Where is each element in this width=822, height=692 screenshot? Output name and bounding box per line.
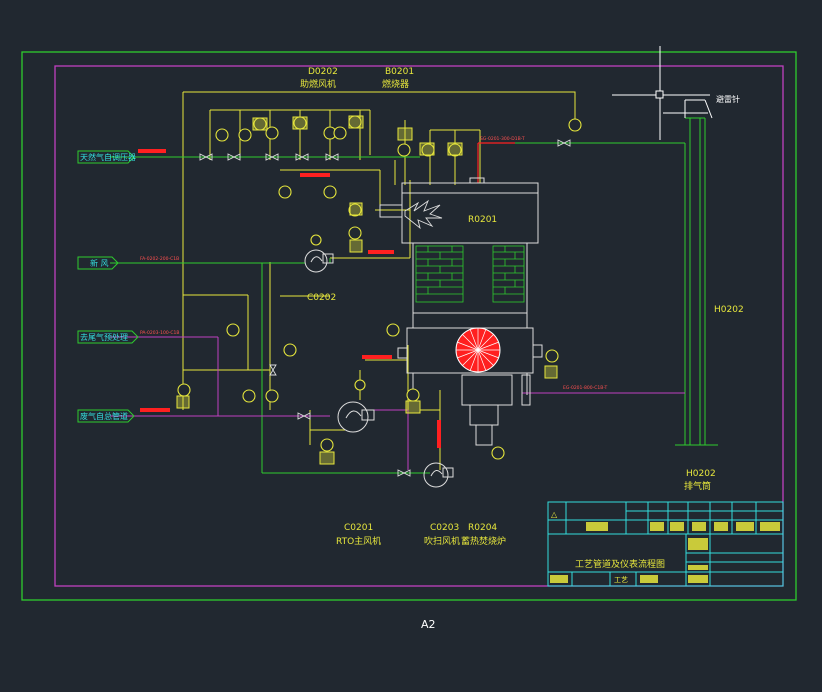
stream-tag-waste-gas	[77, 409, 135, 423]
instrument-bubble	[354, 379, 366, 391]
title-block-triangle-icon: △	[551, 510, 558, 519]
instrument-bubble	[310, 234, 322, 246]
valves	[199, 139, 571, 477]
burner-fan-tag: D0202	[308, 67, 338, 77]
drawing-title: 工艺管道及仪表流程图	[575, 558, 665, 570]
instrument-bubble	[278, 185, 292, 199]
fresh-fan-tag: C0202	[307, 293, 336, 303]
instrument-bubble	[491, 446, 505, 460]
green-piping	[110, 117, 718, 474]
valve-icon	[199, 153, 213, 161]
purge-fan-tag: C0203	[430, 523, 459, 533]
instrument-bubble	[215, 128, 229, 142]
title-block-fills	[550, 522, 780, 583]
main-fan-tag: C0201	[344, 523, 373, 533]
incinerator-tag: R0201	[468, 215, 497, 225]
instrument-bubble	[177, 383, 191, 397]
valve-icon	[265, 153, 279, 161]
instrument-bubble	[448, 143, 462, 157]
instrument-bubble	[283, 343, 297, 357]
outer-frame	[21, 51, 797, 601]
instrument-bubble	[545, 349, 559, 363]
instrument-bubble	[333, 126, 347, 140]
instrument-bubble	[242, 389, 256, 403]
valve-icon	[227, 153, 241, 161]
instrument-bubble	[320, 438, 334, 452]
stack-name: 排气筒	[684, 480, 711, 492]
chimney-label: 避雷针	[716, 94, 740, 104]
sheet-size: A2	[421, 618, 436, 631]
stream-tags	[77, 150, 139, 423]
burner-flame-icon	[404, 199, 443, 230]
instrument-bubble	[323, 185, 337, 199]
instrument-bubble	[397, 143, 411, 157]
stream-fresh-air: 新 风	[90, 258, 109, 268]
stack-tag: H0202	[686, 469, 716, 479]
instrument-bubble	[568, 118, 582, 132]
stream-purge: 去尾气预处理	[80, 332, 128, 342]
purge-fan-name: 吹扫风机	[424, 535, 460, 547]
instrument-bubble	[265, 126, 279, 140]
incinerator-vessel	[379, 177, 543, 446]
valve-icon	[325, 153, 339, 161]
hot-piping	[477, 142, 515, 183]
discipline: 工艺	[614, 576, 628, 584]
instrument-bubble	[238, 128, 252, 142]
purge-fan	[423, 462, 454, 488]
instrument-bubble	[226, 323, 240, 337]
burner-name: 燃烧器	[382, 78, 409, 90]
line-number-exhaust: EG-0201-800-C1B-T	[563, 385, 608, 391]
stream-tag-purge	[77, 330, 139, 344]
stack-tag-side: H0202	[714, 305, 744, 315]
stream-tag-fresh-air	[77, 256, 119, 270]
line-number-purge: PA-0203-100-C1B	[140, 330, 179, 336]
main-fan-name: RTO主风机	[336, 535, 381, 547]
rto-tag: R0204	[468, 523, 497, 533]
valve-icon	[397, 469, 411, 477]
stream-tag-natural-gas	[77, 150, 135, 164]
brick-packing	[415, 245, 525, 303]
valve-icon	[269, 364, 277, 376]
line-number-hot: SG-0201-300-D1B-T	[480, 136, 525, 142]
instrument-bubble	[265, 389, 279, 403]
stream-natural-gas: 天然气自调压器	[80, 152, 136, 162]
yellow-piping	[182, 91, 576, 470]
red-tag-bars	[138, 149, 441, 448]
valve-icon	[295, 153, 309, 161]
instrument-boxes	[176, 115, 558, 465]
stream-waste-gas: 废气自总管道	[80, 411, 128, 421]
stack-top	[612, 46, 713, 140]
burner-fan-name: 助燃风机	[300, 78, 336, 90]
fresh-air-fan	[304, 249, 334, 273]
instrument-bubble	[348, 226, 362, 240]
instrument-bubble	[406, 388, 420, 402]
line-number-fresh: FA-0202-200-C1B	[140, 256, 179, 262]
rotary-valve	[455, 327, 501, 373]
inner-frame	[54, 65, 784, 587]
main-fan	[337, 401, 375, 433]
instrument-bubble	[348, 203, 362, 217]
valve-icon	[557, 139, 571, 147]
instrument-bubble	[386, 323, 400, 337]
burner-tag: B0201	[385, 67, 414, 77]
title-block	[547, 501, 784, 587]
rto-name: 蓄热焚烧炉	[461, 535, 506, 547]
valve-icon	[297, 412, 311, 420]
instrument-bubbles	[177, 115, 582, 460]
